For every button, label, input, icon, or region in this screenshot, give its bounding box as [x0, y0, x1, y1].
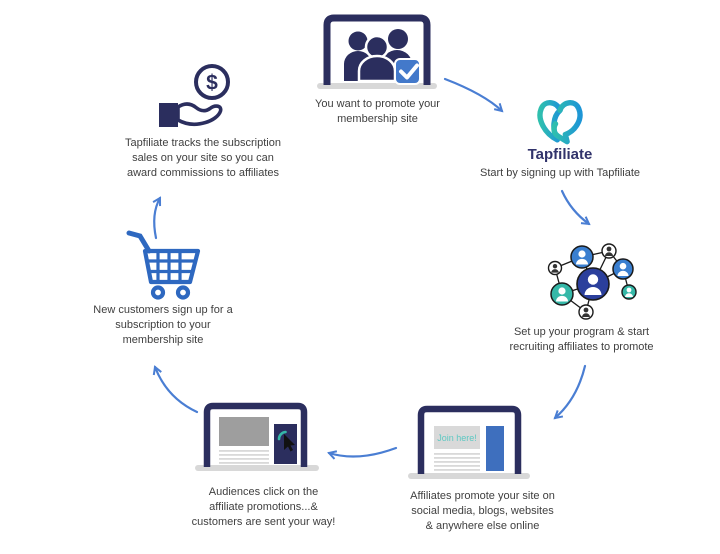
laptop-base	[195, 465, 319, 471]
cart-grid	[147, 251, 195, 282]
arrow-signup-to-program	[560, 189, 591, 226]
cart-wheel-left	[150, 285, 166, 300]
caption-affiliates: Affiliates promote your site on social m…	[410, 490, 555, 533]
text-lines	[219, 450, 269, 464]
arrow-program-to-affiliates	[553, 364, 587, 420]
arrow-audiences-to-customers	[152, 365, 199, 414]
promo-website-laptop-icon: Join here!	[408, 405, 530, 479]
network-nodes	[547, 243, 637, 320]
caption-customers: New customers sign up for a subscription…	[93, 304, 233, 347]
join-here-label: Join here!	[437, 433, 477, 443]
caption-audiences: Audiences click on the affiliate promoti…	[191, 486, 336, 529]
caption-tracking: Tapfiliate tracks the subscription sales…	[125, 137, 281, 180]
laptop-base	[317, 83, 437, 89]
caption-program: Set up your program & start recruiting a…	[509, 326, 654, 354]
sidebar-ad-block	[486, 426, 504, 471]
membership-site-screen-icon	[317, 14, 437, 89]
click-promotion-laptop-icon	[195, 402, 319, 471]
cart-wheel-right	[175, 285, 191, 300]
laptop-frame	[203, 402, 308, 467]
caption-promote: You want to promote your membership site	[315, 98, 440, 126]
dollar-symbol: $	[206, 72, 218, 95]
cart-handle	[126, 230, 152, 254]
click-arc-icon	[277, 430, 287, 441]
affiliate-network-icon	[547, 243, 637, 320]
sleeve-cuff	[159, 103, 178, 127]
shopping-cart-icon	[126, 230, 201, 300]
cart-basket	[142, 248, 201, 285]
check-badge-icon	[394, 58, 421, 85]
text-lines	[434, 453, 480, 471]
laptop-base	[408, 473, 530, 479]
content-block	[219, 417, 269, 446]
join-banner	[434, 426, 480, 449]
arrow-affiliates-to-audiences	[327, 446, 398, 460]
coin-icon	[194, 64, 230, 100]
tapfiliate-wordmark: Tapfiliate	[527, 146, 593, 163]
hand-with-dollar-coin-icon: $	[159, 64, 230, 127]
laptop-frame	[417, 405, 522, 474]
cursor-icon	[284, 434, 295, 452]
tapfiliate-logo-icon	[537, 100, 583, 145]
caption-signup: Start by signing up with Tapfiliate	[480, 167, 640, 179]
open-hand-icon	[176, 102, 223, 127]
laptop-frame	[323, 14, 431, 85]
